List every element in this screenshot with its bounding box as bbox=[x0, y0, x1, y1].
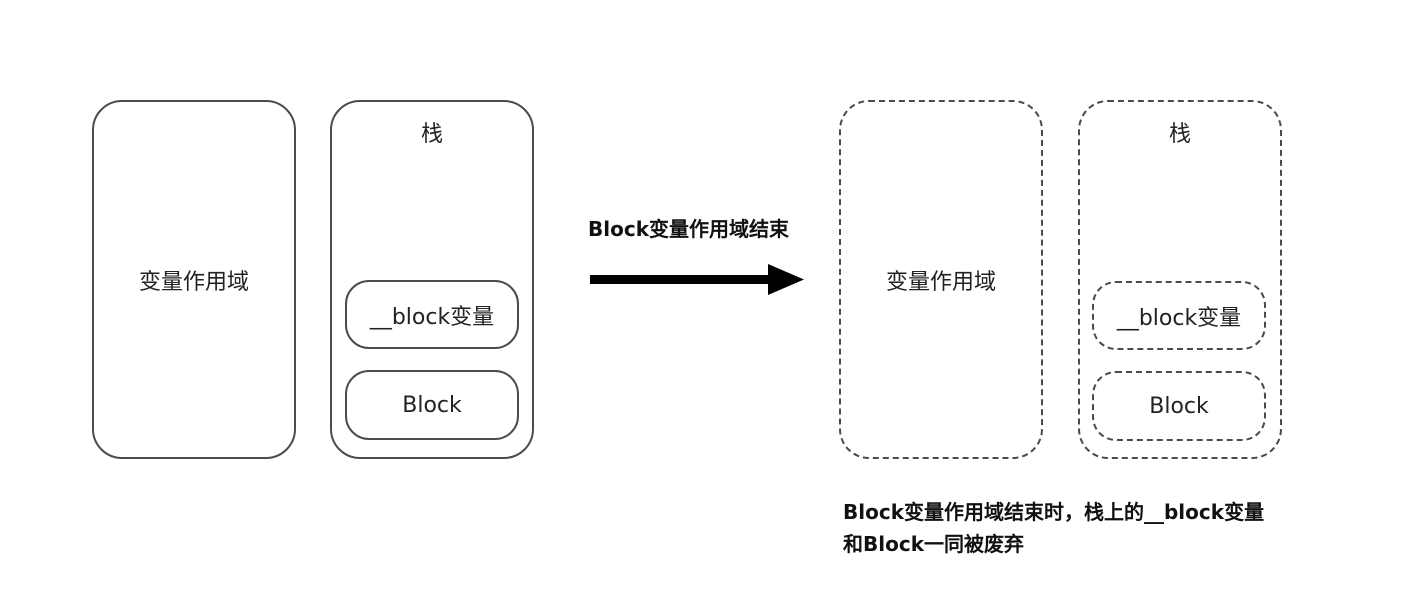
before-block-variable-box: __block变量 bbox=[345, 280, 519, 349]
after-stack-label: 栈 bbox=[1168, 122, 1191, 147]
before-block-box: Block bbox=[345, 370, 519, 440]
after-scope-label: 变量作用域 bbox=[885, 270, 996, 295]
after-stack-box: 栈 bbox=[1078, 100, 1282, 459]
right-arrow-icon bbox=[590, 264, 804, 295]
before-block-label: Block bbox=[402, 392, 462, 418]
before-block-variable-label: __block变量 bbox=[369, 304, 495, 330]
before-scope-label: 变量作用域 bbox=[138, 270, 249, 295]
before-stack-label: 栈 bbox=[420, 122, 443, 147]
before-stack-box: 栈 bbox=[330, 100, 534, 459]
after-block-box: Block bbox=[1092, 371, 1266, 441]
explanation-note-line-2: 和Block一同被废弃 bbox=[843, 532, 1024, 556]
transition-label: Block变量作用域结束 bbox=[588, 217, 789, 241]
after-block-label: Block bbox=[1149, 393, 1209, 419]
after-block-variable-label: __block变量 bbox=[1116, 305, 1242, 331]
after-block-variable-box: __block变量 bbox=[1092, 281, 1266, 350]
before-scope-box: 变量作用域 bbox=[92, 100, 296, 459]
after-scope-box: 变量作用域 bbox=[839, 100, 1043, 459]
explanation-note-line-1: Block变量作用域结束时，栈上的__block变量 bbox=[843, 500, 1265, 524]
explanation-note: Block变量作用域结束时，栈上的__block变量 和Block一同被废弃 bbox=[843, 496, 1293, 560]
